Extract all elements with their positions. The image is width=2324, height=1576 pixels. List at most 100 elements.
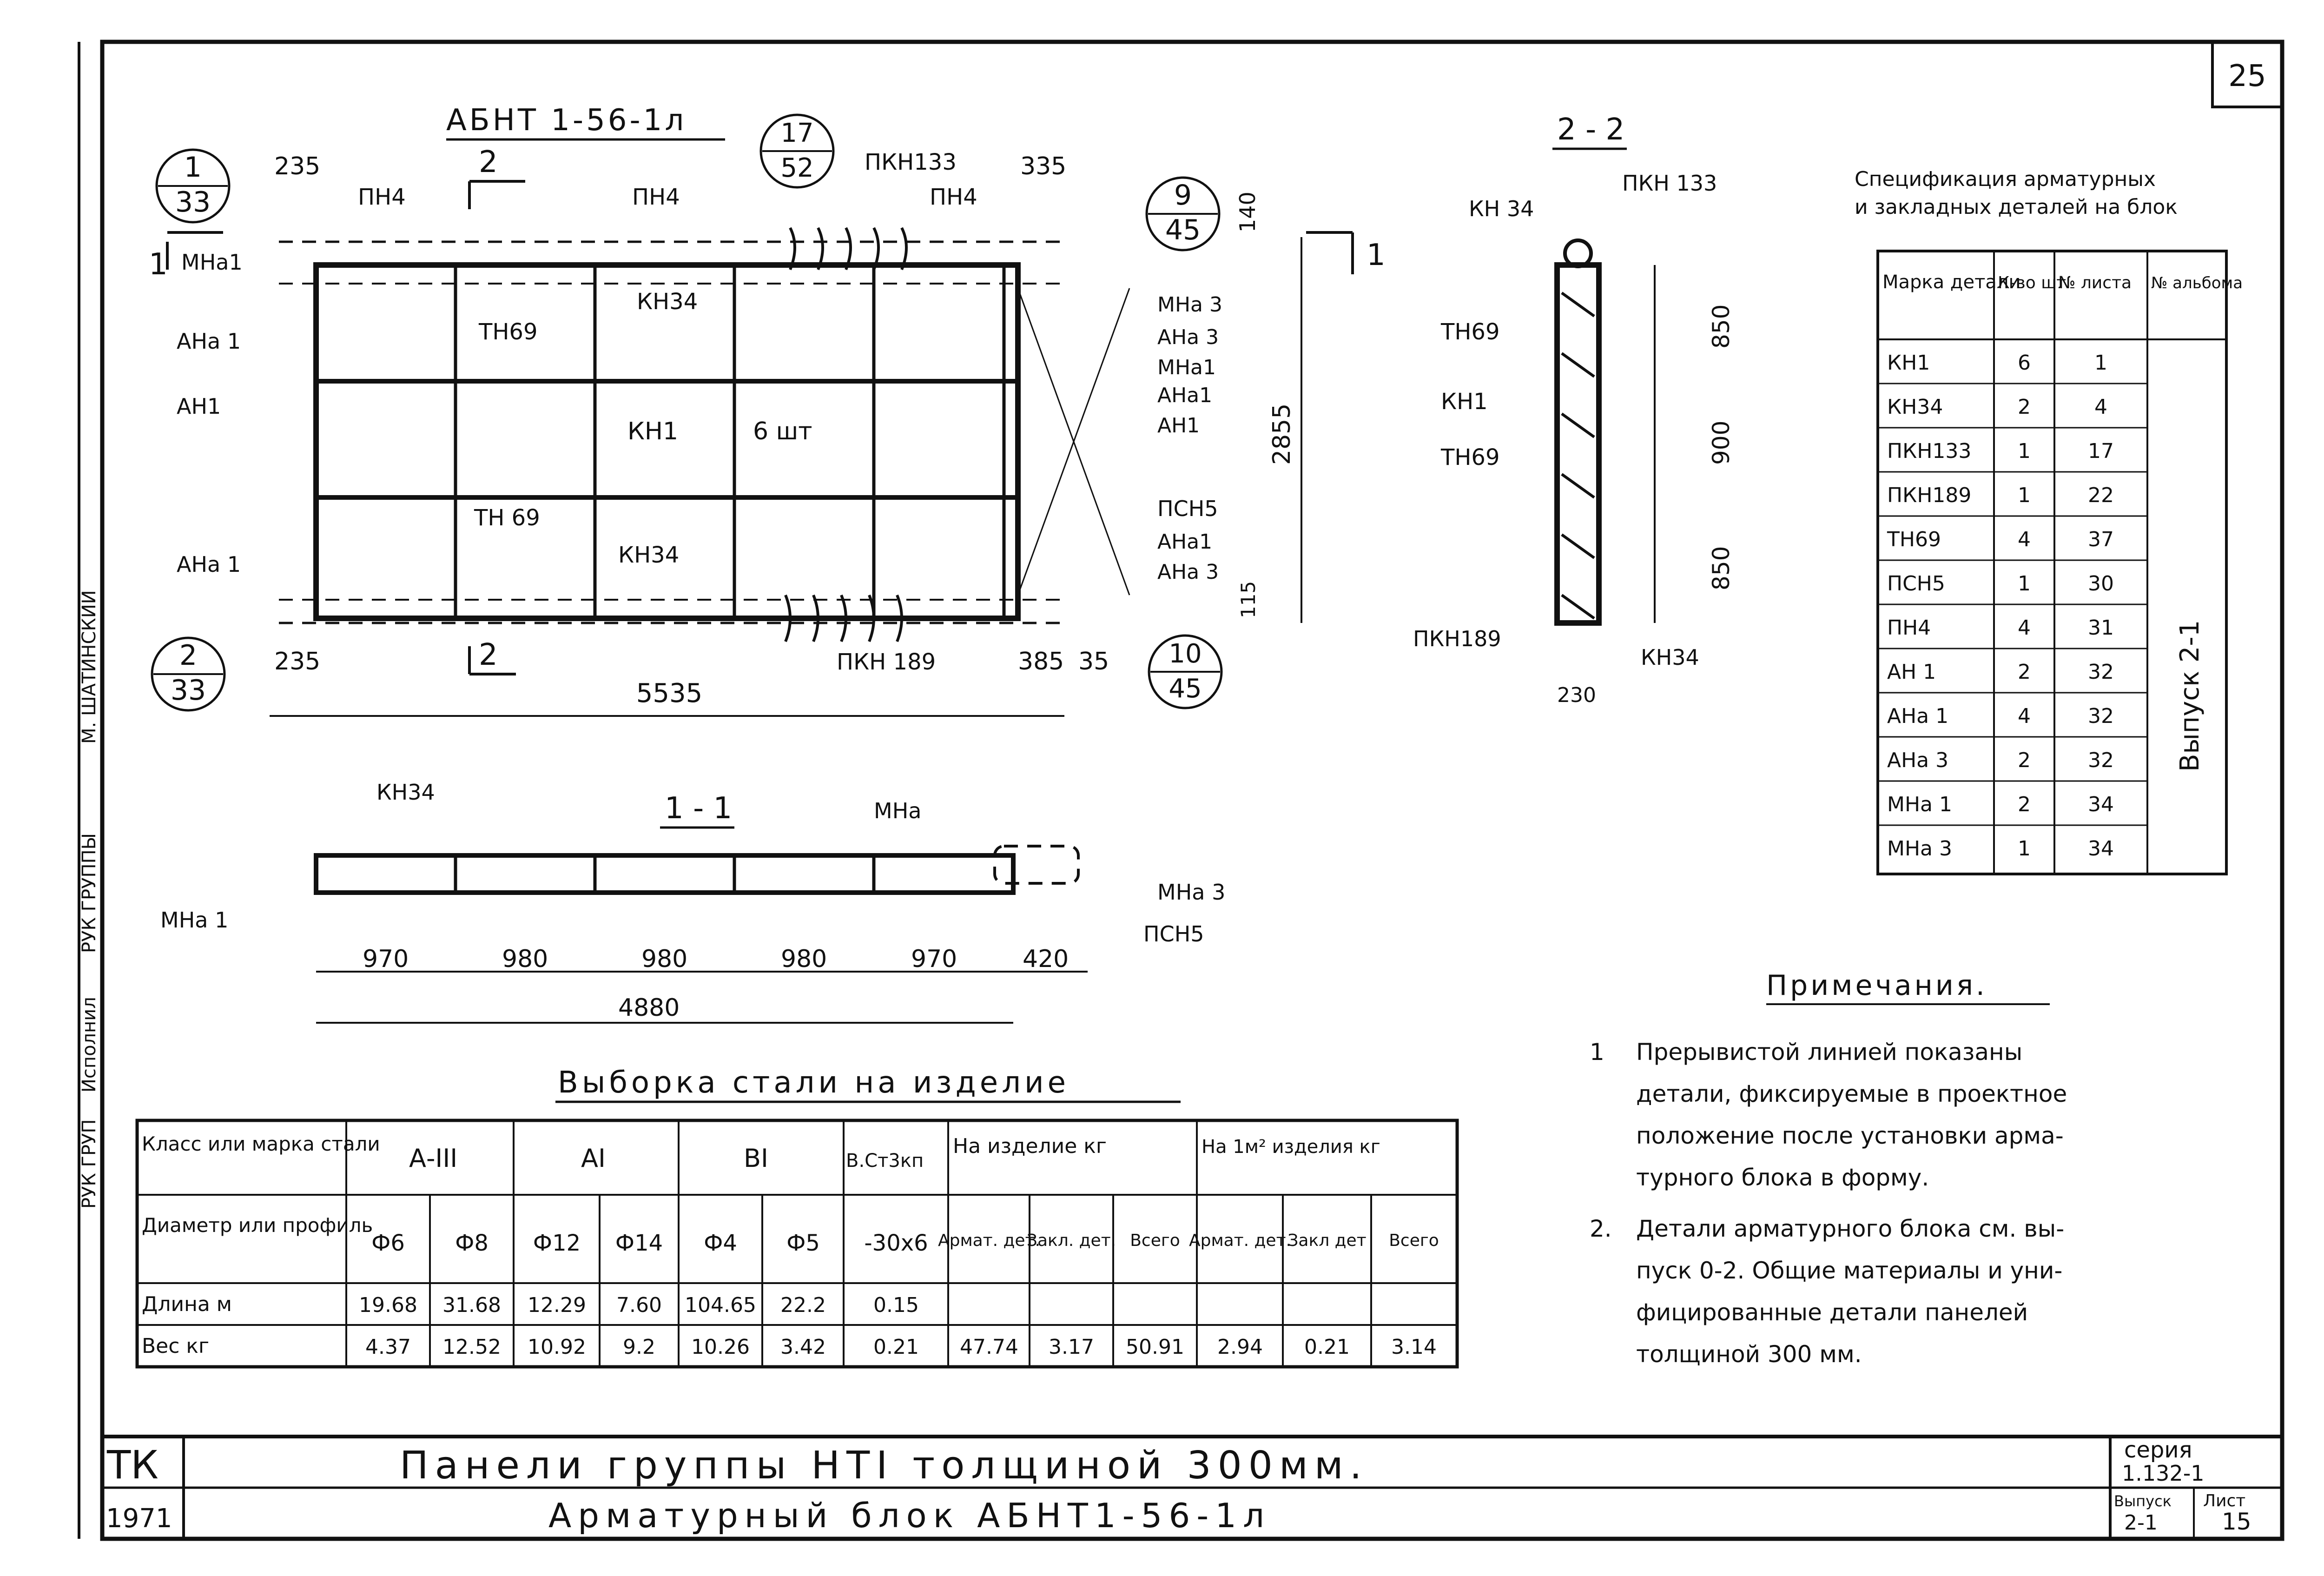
steel-profile-cell: Ф14 xyxy=(615,1230,663,1256)
spec-cell-qty: 2 xyxy=(2018,395,2031,419)
section-2-2-pkn189: ПКН189 xyxy=(1413,626,1501,651)
section-marks: 1 1 2 2 xyxy=(149,145,1386,675)
main-labels: ПН4 ПН4 ПН4 ПКН133 МНа1 АНа 1 АН1 АНа 1 … xyxy=(177,149,1222,675)
stamp-text-2: Исполнил xyxy=(79,997,100,1093)
steel-profile-cell: -30х6 xyxy=(864,1230,928,1256)
diagonal-2 xyxy=(1017,288,1130,596)
spec-cell-sheet: 32 xyxy=(2088,660,2114,684)
spec-h-qty: К-во шт xyxy=(1998,273,2066,292)
steel-weight-label: Вес кг xyxy=(142,1334,209,1358)
spec-cell-qty: 2 xyxy=(2018,660,2031,684)
steel-subheader-cell: Закл дет xyxy=(1287,1231,1366,1250)
label-pkn133: ПКН133 xyxy=(865,149,957,175)
section-2-2-cage xyxy=(1554,262,1602,626)
dim-140: 140 xyxy=(1235,192,1260,232)
sheet-frame xyxy=(100,40,2284,1541)
spec-title-2: и закладных деталей на блок xyxy=(1855,195,2178,219)
title-tk: ТК xyxy=(106,1442,158,1488)
bubble-10-45: 10 45 xyxy=(1148,634,1223,709)
label-psn5-right: ПСН5 xyxy=(1157,496,1218,521)
spec-cell-mark: ТН69 xyxy=(1887,528,1941,551)
steel-profile-cell: Ф5 xyxy=(786,1230,820,1256)
label-tn69-top: ТН69 xyxy=(478,319,538,345)
steel-weight-cell: 10.26 xyxy=(691,1335,750,1359)
spec-cell-qty: 4 xyxy=(2018,528,2031,551)
main-drawing: АБНТ 1-56-1л 1 33 xyxy=(149,103,1386,717)
note-2-line-4: толщиной 300 мм. xyxy=(1636,1341,1862,1368)
steel-weight-cell: 3.14 xyxy=(1391,1335,1437,1359)
steel-per-product: На изделие кг xyxy=(953,1134,1107,1158)
steel-h-diam: Диаметр или профиль xyxy=(142,1214,373,1237)
title-list: 15 xyxy=(2222,1508,2251,1535)
steel-profile-cell: Ф6 xyxy=(371,1230,405,1256)
title-line-1: Панели группы НТI толщиной 300мм. xyxy=(400,1444,1368,1488)
section-1-1-title: 1 - 1 xyxy=(665,791,732,826)
section-1-1-psn5: ПСН5 xyxy=(1143,921,1204,947)
stamp-text-3: РУК ГРУППЫ xyxy=(79,833,100,953)
label-ana1-right: АНа1 xyxy=(1157,384,1212,407)
spec-cell-sheet: 32 xyxy=(2088,748,2114,772)
spec-cell-mark: ПСН5 xyxy=(1887,572,1945,596)
steel-grade-1: А-III xyxy=(409,1144,457,1173)
spec-title-1: Спецификация арматурных xyxy=(1855,167,2156,191)
section-2-2-tn69-b: ТН69 xyxy=(1440,444,1500,470)
bubble-1-bottom: 33 xyxy=(175,186,211,219)
stamp-text-1: РУК ГРУП xyxy=(79,1119,100,1209)
steel-weight-cell: 3.17 xyxy=(1049,1335,1094,1359)
section-1-1-cage xyxy=(314,853,1016,895)
label-kn34-top: КН34 xyxy=(637,289,698,315)
spec-cell-mark: ПКН189 xyxy=(1887,483,1971,507)
spec-cell-mark: МНа 1 xyxy=(1887,793,1952,816)
note-2-num: 2. xyxy=(1590,1215,1612,1242)
spec-cell-qty: 1 xyxy=(2018,837,2031,861)
section-1-1-dim-4: 980 xyxy=(781,945,827,973)
title-vypusk-label: Выпуск xyxy=(2114,1492,2172,1510)
bubble-5-top: 10 xyxy=(1169,639,1202,669)
section-2-2-pkn133: ПКН 133 xyxy=(1622,171,1717,196)
note-1-line-1: Прерывистой линией показаны xyxy=(1636,1039,2022,1066)
steel-grade-4: В.Ст3кп xyxy=(846,1150,924,1172)
section-mark-1-left: 1 xyxy=(149,247,168,282)
label-ana3-right: АНа 3 xyxy=(1157,325,1219,349)
dim-235-top: 235 xyxy=(274,152,320,180)
dim-230: 230 xyxy=(1557,683,1596,707)
label-ana3-right-2: АНа 3 xyxy=(1157,560,1219,584)
section-1-1-dim-3: 980 xyxy=(641,945,687,973)
spec-cell-qty: 1 xyxy=(2018,483,2031,507)
stamp-text-4: М. ШАТИНСКИЙ xyxy=(78,590,100,744)
spec-cell-qty: 2 xyxy=(2018,748,2031,772)
dim-850-b: 850 xyxy=(1708,546,1735,590)
title-seria: 1.132-1 xyxy=(2122,1461,2205,1486)
note-2-line-3: фицированные детали панелей xyxy=(1636,1299,2028,1326)
section-1-1-dim-2: 980 xyxy=(502,945,548,973)
steel-length-cell: 12.29 xyxy=(528,1293,586,1317)
dim-335: 335 xyxy=(1020,152,1066,180)
section-2-2: 2 - 2 ПКН 133 КН 34 ТН69 КН1 ТН69 ПКН189… xyxy=(1413,113,1735,707)
steel-profile-cell: Ф4 xyxy=(704,1230,737,1256)
spec-cell-sheet: 17 xyxy=(2088,439,2114,463)
section-2-2-kn34-bottom: КН34 xyxy=(1641,645,1699,670)
steel-weight-cell: 10.92 xyxy=(528,1335,586,1359)
spec-h-mark: Марка детали xyxy=(1882,271,2020,293)
spec-table: Спецификация арматурных и закладных дета… xyxy=(1855,167,2243,875)
spec-cell-qty: 2 xyxy=(2018,793,2031,816)
section-1-1-dim-6: 420 xyxy=(1023,945,1069,973)
steel-title: Выборка стали на изделие xyxy=(558,1066,1070,1100)
label-tn69-bottom: ТН 69 xyxy=(474,505,540,531)
pkn133-loops xyxy=(789,227,908,271)
spec-cell-mark: АНа 3 xyxy=(1887,748,1948,772)
steel-length-label: Длина м xyxy=(142,1292,232,1316)
label-pkn189: ПКН 189 xyxy=(837,649,936,675)
steel-per-m2: На 1м² изделия кг xyxy=(1202,1136,1380,1158)
label-pn4-c: ПН4 xyxy=(930,184,977,210)
label-ana1-left-2: АНа 1 xyxy=(177,552,241,577)
spec-cell-sheet: 32 xyxy=(2088,704,2114,728)
bubble-3-top: 9 xyxy=(1174,179,1192,212)
note-1-num: 1 xyxy=(1590,1039,1604,1066)
spec-cell-qty: 4 xyxy=(2018,704,2031,728)
label-ana1-right-2: АНа1 xyxy=(1157,530,1212,554)
steel-subheader-cell: Армат. дет. xyxy=(1189,1231,1291,1250)
steel-profile-cell: Ф12 xyxy=(533,1230,581,1256)
steel-weight-cell: 2.94 xyxy=(1217,1335,1263,1359)
